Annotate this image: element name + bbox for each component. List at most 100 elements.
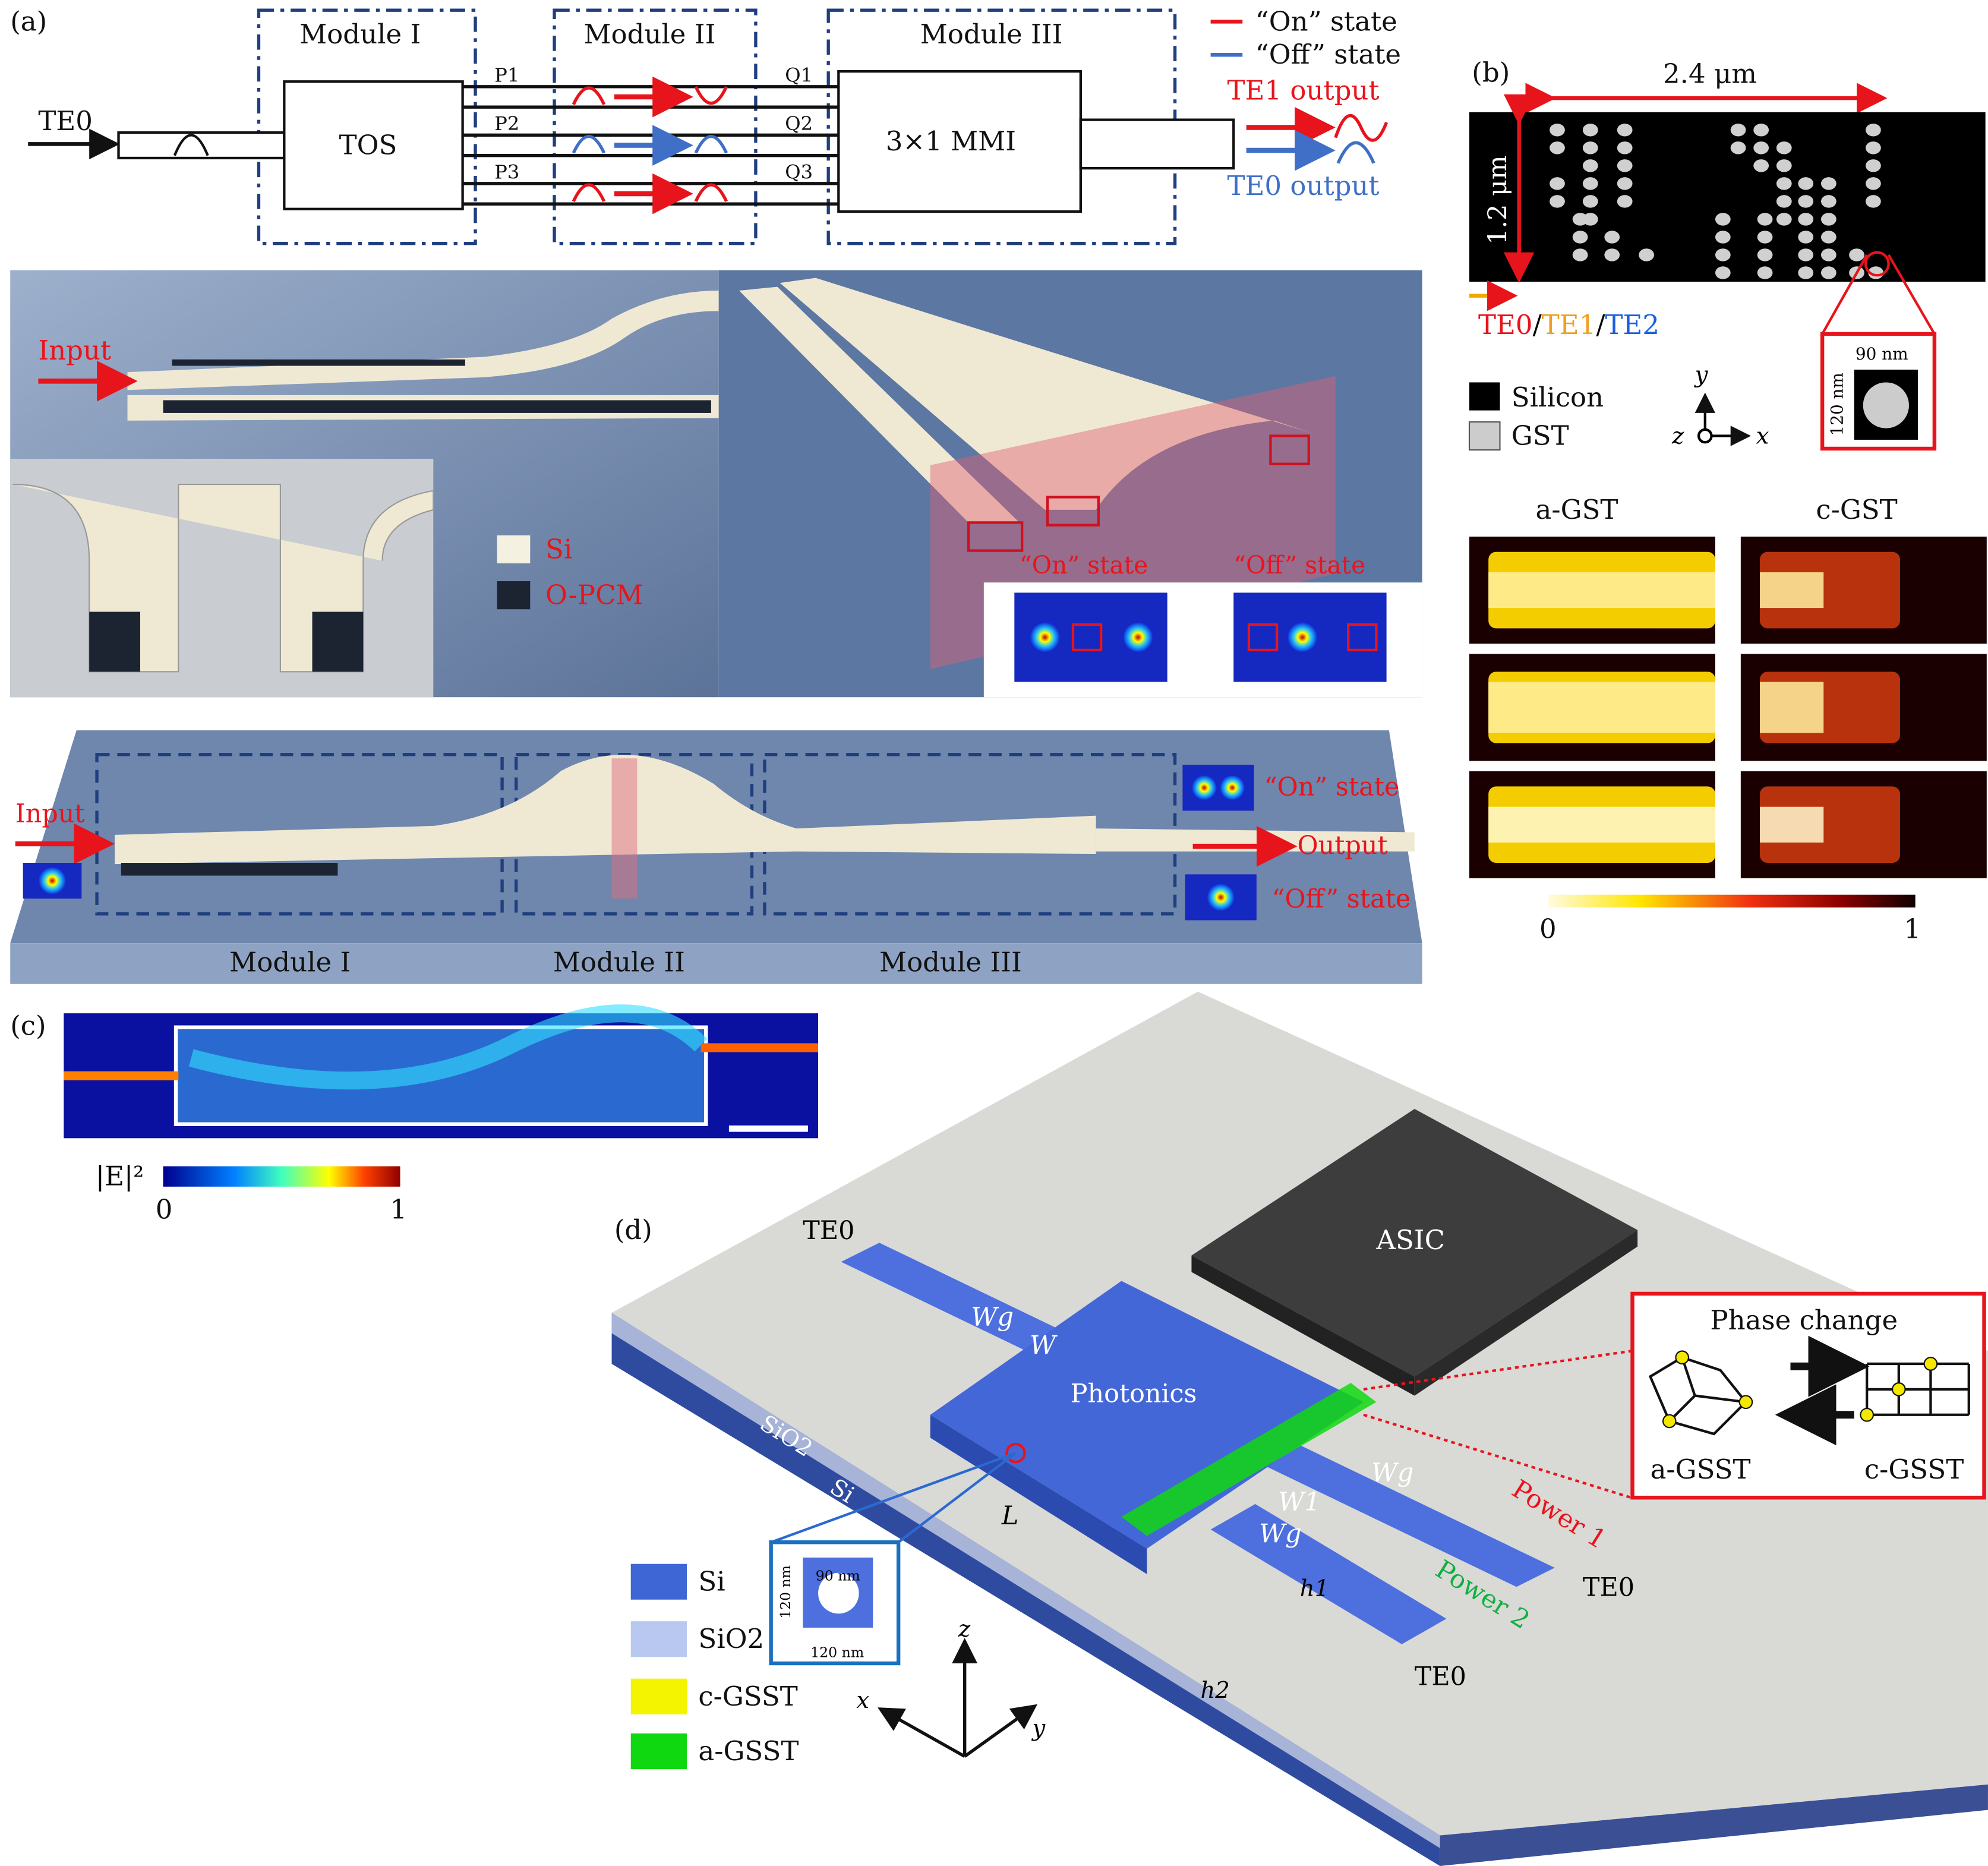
te0-input: TE0: [803, 1216, 854, 1246]
bottom-on-state: “On” state: [1264, 772, 1400, 802]
gst-dot: [1582, 195, 1598, 208]
c-gsst-label: c-GSST: [1864, 1454, 1964, 1485]
module-3-title: Module III: [920, 18, 1063, 50]
e-field-colorbar: [163, 1166, 400, 1187]
gst-dot: [1582, 177, 1598, 190]
gst-dot: [1604, 231, 1620, 244]
gst-dot: [1757, 266, 1773, 279]
gst-dot: [1866, 159, 1881, 172]
h2-label: h2: [1200, 1677, 1229, 1704]
gst-dot: [1776, 195, 1792, 208]
gst-dot: [1753, 141, 1769, 155]
gst-dot: [1849, 248, 1864, 261]
gst-swatch: [1468, 421, 1501, 451]
gst-dot: [1798, 231, 1814, 244]
te0-output-label: TE0 output: [1227, 170, 1380, 201]
gst-dot: [1798, 248, 1814, 261]
gst-dot: [1639, 248, 1655, 261]
legend-opcm-swatch: [497, 581, 531, 610]
inset-height: 120 nm: [1827, 373, 1847, 436]
l-label: L: [1001, 1501, 1018, 1531]
gst-dot: [1617, 177, 1633, 190]
bottom-module-1: Module I: [229, 946, 351, 978]
gst-dot: [1820, 231, 1836, 244]
gst-dot: [1798, 195, 1814, 208]
te0-output-1: TE0: [1583, 1572, 1634, 1602]
mode-list: TE0/TE1/TE2: [1478, 309, 1659, 341]
panel-a-schematic: (a) Module I Module II Module III TE0 TO…: [10, 5, 1401, 245]
legend-on-state: “On” state: [1255, 5, 1397, 37]
axis-triad-d: [878, 1638, 1038, 1758]
gst-dot: [1572, 248, 1588, 261]
svg-text:x: x: [1756, 423, 1769, 449]
legend-si: Si: [698, 1566, 725, 1597]
gst-dot: [1550, 124, 1565, 137]
port-q3: Q3: [785, 160, 813, 183]
module-1-box: [257, 8, 477, 245]
asic-label: ASIC: [1375, 1224, 1445, 1256]
gst-dot: [1617, 159, 1633, 172]
panel-a-label: (a): [10, 5, 47, 37]
colorbar-c-max: 1: [390, 1193, 407, 1225]
module-2-title: Module II: [583, 18, 715, 50]
h1-label: h1: [1300, 1575, 1329, 1602]
d-inset-bottom: 120 nm: [810, 1644, 864, 1660]
gst-dot: [1866, 177, 1881, 190]
gst-dot: [1866, 141, 1881, 155]
colorbar-max: 1: [1904, 913, 1921, 945]
panel-b: (b) 2.4 μm 1.2 μm TE0/TE1/TE2 Silicon GS…: [1468, 56, 1987, 945]
gst-dot: [1757, 248, 1773, 261]
c-gsst-swatch: [630, 1678, 687, 1714]
gst-dot: [1820, 266, 1836, 279]
panel-a-render-top-left: Input Si O-PCM: [10, 270, 719, 698]
port-p2: P2: [494, 112, 519, 135]
mmi-block: [837, 70, 1082, 213]
gst-dot: [1820, 195, 1836, 208]
photonics-label: Photonics: [1071, 1379, 1197, 1408]
material-legend: Si SiO2 c-GSST a-GSST: [630, 1564, 799, 1769]
gst-dot: [1798, 213, 1814, 226]
legend-off-state: “Off” state: [1255, 39, 1401, 70]
silicon-swatch: [1469, 382, 1500, 411]
gst-dot: [1617, 124, 1633, 137]
panel-a-render-top-right: “On” state “Off” state: [718, 270, 1422, 698]
gst-dot: [1550, 177, 1565, 190]
te1-output-label: TE1 output: [1227, 74, 1380, 106]
legend-opcm: O-PCM: [545, 579, 643, 611]
gst-dot: [1757, 213, 1773, 226]
wg-label-2: Wg: [1259, 1519, 1302, 1549]
tos-block: [283, 80, 464, 210]
a-gst-title: a-GST: [1536, 494, 1618, 525]
field-colorbar: [1548, 894, 1916, 908]
gst-dot: [1753, 159, 1769, 172]
inset-width: 90 nm: [1856, 344, 1908, 364]
sio2-swatch: [630, 1621, 687, 1657]
gst-dot: [1798, 266, 1814, 279]
gst-dot: [1776, 159, 1792, 172]
w1-label: W1: [1278, 1487, 1320, 1517]
gst-dot: [1582, 141, 1598, 155]
render-input-label: Input: [38, 335, 111, 366]
wg-label-3: Wg: [1371, 1458, 1414, 1487]
module-2-box: [553, 8, 758, 245]
gst-dot: [1604, 248, 1620, 261]
gst-dot: [1715, 266, 1731, 279]
mmi-label: 3×1 MMI: [886, 125, 1016, 157]
input-mode-label: TE0: [38, 105, 93, 137]
svg-text:y: y: [1694, 361, 1709, 388]
c-gst-title: c-GST: [1816, 494, 1897, 525]
bottom-off-state: “Off” state: [1272, 884, 1411, 914]
gst-dot: [1617, 141, 1633, 155]
width-dimension: 2.4 μm: [1663, 58, 1757, 89]
panel-b-label: (b): [1472, 56, 1510, 88]
port-q1: Q1: [785, 64, 813, 86]
render-on-state: “On” state: [1020, 551, 1148, 579]
a-gsst-swatch: [630, 1733, 687, 1769]
port-q2: Q2: [785, 112, 813, 135]
svg-text:z: z: [958, 1616, 971, 1643]
legend-si-swatch: [497, 535, 531, 564]
colorbar-min: 0: [1539, 913, 1557, 945]
legend-gst: GST: [1511, 420, 1569, 452]
gst-dot: [1715, 213, 1731, 226]
legend-a-gsst: a-GSST: [698, 1735, 799, 1767]
